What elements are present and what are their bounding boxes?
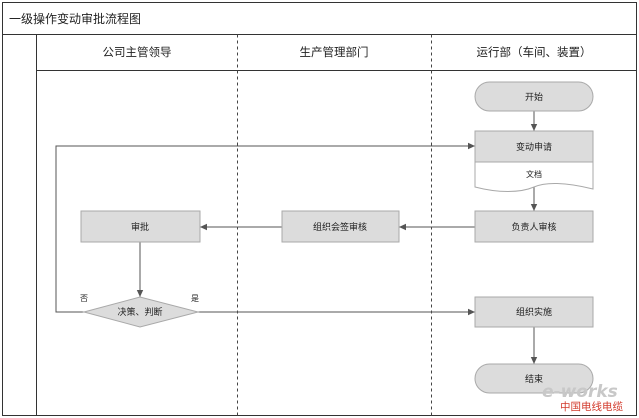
node-decision-label: 决策、判断 (117, 306, 162, 318)
lane-header-operations: 运行部（车间、装置） (477, 45, 592, 59)
node-countersign-review-label: 组织会签审核 (313, 221, 367, 233)
watermark-brand: e-works (542, 382, 618, 402)
edge-decision-no-loop (55, 142, 475, 313)
node-document-label: 文档 (526, 169, 542, 179)
node-start-label: 开始 (525, 91, 543, 103)
node-decision[interactable]: 决策、判断 (82, 296, 200, 328)
node-owner-review[interactable]: 负责人审核 (474, 210, 594, 243)
branch-label-yes: 是 (191, 294, 199, 303)
node-change-request[interactable]: 变动申请 文档 (474, 130, 594, 192)
document-shape (474, 161, 594, 192)
node-approve-label: 审批 (131, 221, 149, 233)
watermark-text: 中国电线电缆 (560, 400, 623, 413)
branch-label-no: 否 (80, 294, 88, 303)
node-implement-label: 组织实施 (516, 306, 552, 318)
diagram-title: 一级操作变动审批流程图 (9, 11, 141, 26)
node-implement[interactable]: 组织实施 (474, 296, 594, 328)
node-owner-review-label: 负责人审核 (511, 221, 556, 233)
node-approve[interactable]: 审批 (80, 210, 201, 243)
lane-header-leadership: 公司主管领导 (103, 45, 172, 59)
node-start[interactable]: 开始 (474, 81, 594, 112)
node-end[interactable]: 结束 (474, 363, 594, 394)
watermark: e-works 中国电线电缆 (542, 382, 623, 413)
node-end-label: 结束 (525, 373, 543, 385)
lane-header-production: 生产管理部门 (300, 45, 369, 59)
node-change-request-label: 变动申请 (516, 141, 552, 153)
node-countersign-review[interactable]: 组织会签审核 (281, 210, 400, 243)
